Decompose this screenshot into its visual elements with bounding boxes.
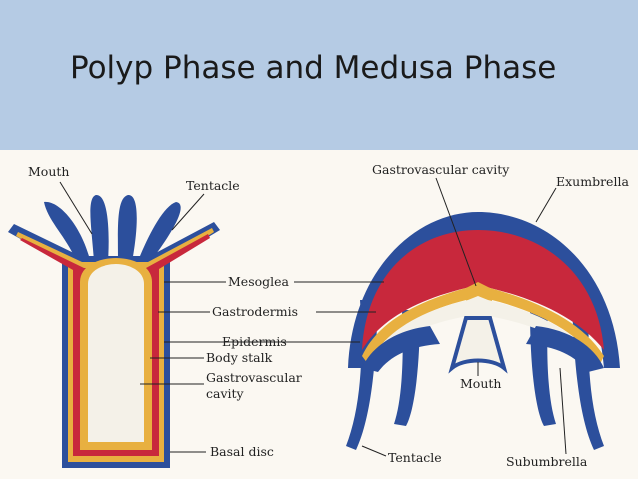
- polyp-tentacle: [117, 194, 137, 262]
- slide-title: Polyp Phase and Medusa Phase: [70, 50, 557, 86]
- medusa-label-subumbrella: Subumbrella: [506, 454, 588, 469]
- label-gastrodermis: Gastrodermis: [212, 304, 298, 319]
- medusa-subumbrella-right: [526, 326, 604, 372]
- medusa-subumbrella-left: [362, 326, 440, 372]
- title-band: Polyp Phase and Medusa Phase: [0, 0, 638, 150]
- polyp-tentacle: [44, 201, 90, 265]
- medusa-label-mouth: Mouth: [460, 376, 501, 391]
- polyp-tentacle: [140, 202, 181, 262]
- cnidarian-diagram: Mouth Tentacle Mesoglea Gastrodermis Epi…: [0, 150, 638, 479]
- polyp-label-cavity: cavity: [206, 386, 245, 401]
- label-mesoglea: Mesoglea: [228, 274, 290, 289]
- diagram-svg: Mouth Tentacle Mesoglea Gastrodermis Epi…: [8, 162, 629, 469]
- polyp-label-mouth: Mouth: [28, 164, 69, 179]
- polyp-label-tentacle: Tentacle: [186, 178, 240, 193]
- polyp-tentacle: [90, 194, 109, 262]
- polyp-label-body-stalk: Body stalk: [206, 350, 273, 365]
- medusa-illustration: [346, 212, 620, 450]
- medusa-label-exumbrella: Exumbrella: [556, 174, 629, 189]
- label-epidermis: Epidermis: [222, 334, 287, 349]
- medusa-leader-lines: [294, 177, 567, 457]
- medusa-label-tentacle: Tentacle: [388, 450, 442, 465]
- medusa-mesoglea: [362, 230, 604, 350]
- polyp-gastrovascular-cavity: [88, 264, 144, 442]
- polyp-leader-lines: [59, 181, 300, 453]
- polyp-illustration: [8, 194, 220, 468]
- medusa-label-gastrovascular-cavity: Gastrovascular cavity: [372, 162, 510, 177]
- medusa-manubrium: [448, 316, 508, 374]
- polyp-label-gastrovascular: Gastrovascular: [206, 370, 302, 385]
- polyp-label-basal-disc: Basal disc: [210, 444, 274, 459]
